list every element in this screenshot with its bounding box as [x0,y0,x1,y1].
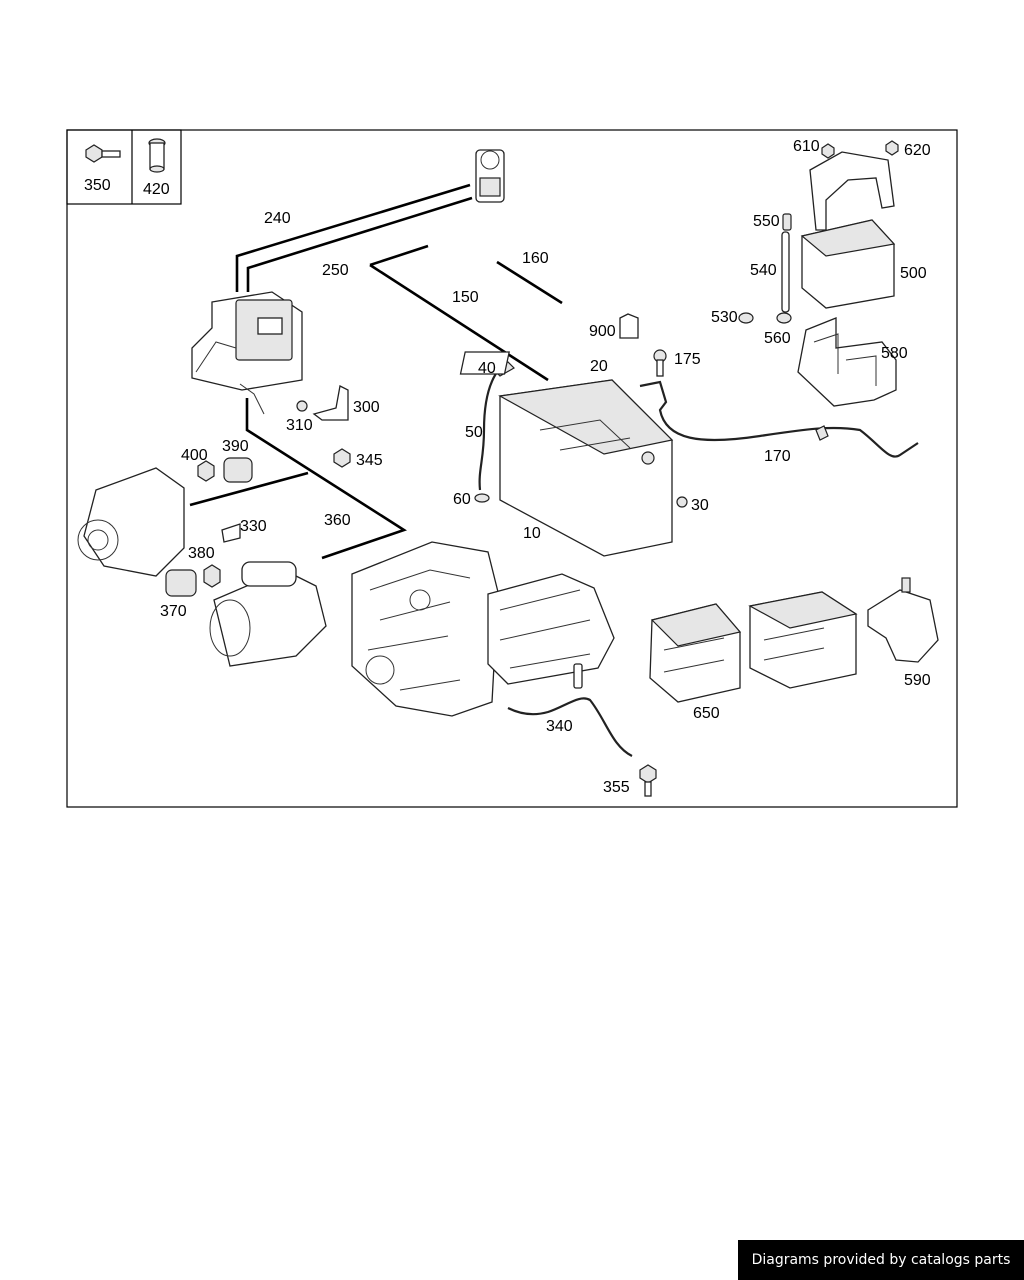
bracket-icon [296,385,349,421]
callout-900: 900 [589,323,616,340]
callout-50: 50 [465,424,483,441]
callout-30: 30 [691,497,709,514]
plug-60-icon [474,493,490,503]
callout-300: 300 [353,399,380,416]
nut-345-icon [333,448,351,468]
callout-610: 610 [793,138,820,155]
callout-560: 560 [764,330,791,347]
nut-610-icon [821,143,835,159]
fuse-box-icon [191,291,303,415]
callout-580: 580 [881,345,908,362]
callout-540: 540 [750,262,777,279]
cable-340-icon [507,697,633,757]
nut-620-icon [885,140,899,156]
transmission-icon [487,573,615,685]
bolt-icon [85,144,121,163]
hose-540-icon [781,231,790,313]
leader-360 [245,398,407,560]
alternator-icon [77,467,185,577]
module-650-icon [649,603,742,703]
cable-50-icon [478,367,501,491]
leader-240 [235,183,471,292]
callout-345: 345 [356,452,383,469]
bolt-355-icon [639,764,657,797]
callout-160: 160 [522,250,549,267]
callout-250: 250 [322,262,349,279]
bracket-330-icon [221,523,241,543]
starter-icon [209,561,327,667]
bracket-610-icon [809,151,895,231]
callout-550: 550 [753,213,780,230]
clamp-170-icon [815,425,829,441]
callout-400: 400 [181,447,208,464]
grommet-530-icon [738,312,754,324]
footer-credit: Diagrams provided by catalogs parts [738,1240,1024,1280]
diagram-frame [66,129,958,808]
callout-650: 650 [693,705,720,722]
callout-590: 590 [904,672,931,689]
leader-150b [369,263,549,382]
legend-box: 350 420 [66,129,182,205]
callout-150: 150 [452,289,479,306]
nut-380-icon [203,564,221,588]
leader-150 [369,244,429,267]
cover-20-icon [459,351,510,375]
terminal-340-icon [573,663,583,689]
callout-60: 60 [453,491,471,508]
callout-530: 530 [711,309,738,326]
callout-380: 380 [188,545,215,562]
screw-30-icon [676,496,688,508]
callout-370: 370 [160,603,187,620]
battery-2-icon [748,591,858,689]
callout-20: 20 [590,358,608,375]
tray-580-icon [797,317,897,407]
callout-500: 500 [900,265,927,282]
callout-310: 310 [286,417,313,434]
sleeve-370-icon [165,569,197,597]
grommet-560-icon [776,312,792,324]
aux-battery-icon [800,219,896,309]
callout-40: 40 [478,360,496,377]
callout-175: 175 [674,351,701,368]
leader-alt [189,471,309,507]
leader-160 [496,260,563,305]
sleeve-icon [148,138,166,173]
leader-250 [246,196,473,292]
callout-340: 340 [546,718,573,735]
plug-550-icon [782,213,792,231]
sleeve-390-icon [223,457,253,483]
legend-label-350: 350 [84,177,111,194]
legend-label-420: 420 [143,181,170,198]
tray-590-icon [867,577,939,663]
callout-360: 360 [324,512,351,529]
nut-400-icon [197,460,215,482]
callout-240: 240 [264,210,291,227]
cable-170-icon [639,380,919,458]
callout-170: 170 [764,448,791,465]
callout-390: 390 [222,438,249,455]
callout-330: 330 [240,518,267,535]
bolt-175-icon [653,349,667,377]
callout-620: 620 [904,142,931,159]
sensor-900-icon [619,313,639,339]
callout-10: 10 [523,525,541,542]
callout-355: 355 [603,779,630,796]
ignition-switch-icon [475,149,505,203]
engine-icon [351,541,499,717]
battery-icon [498,379,674,557]
